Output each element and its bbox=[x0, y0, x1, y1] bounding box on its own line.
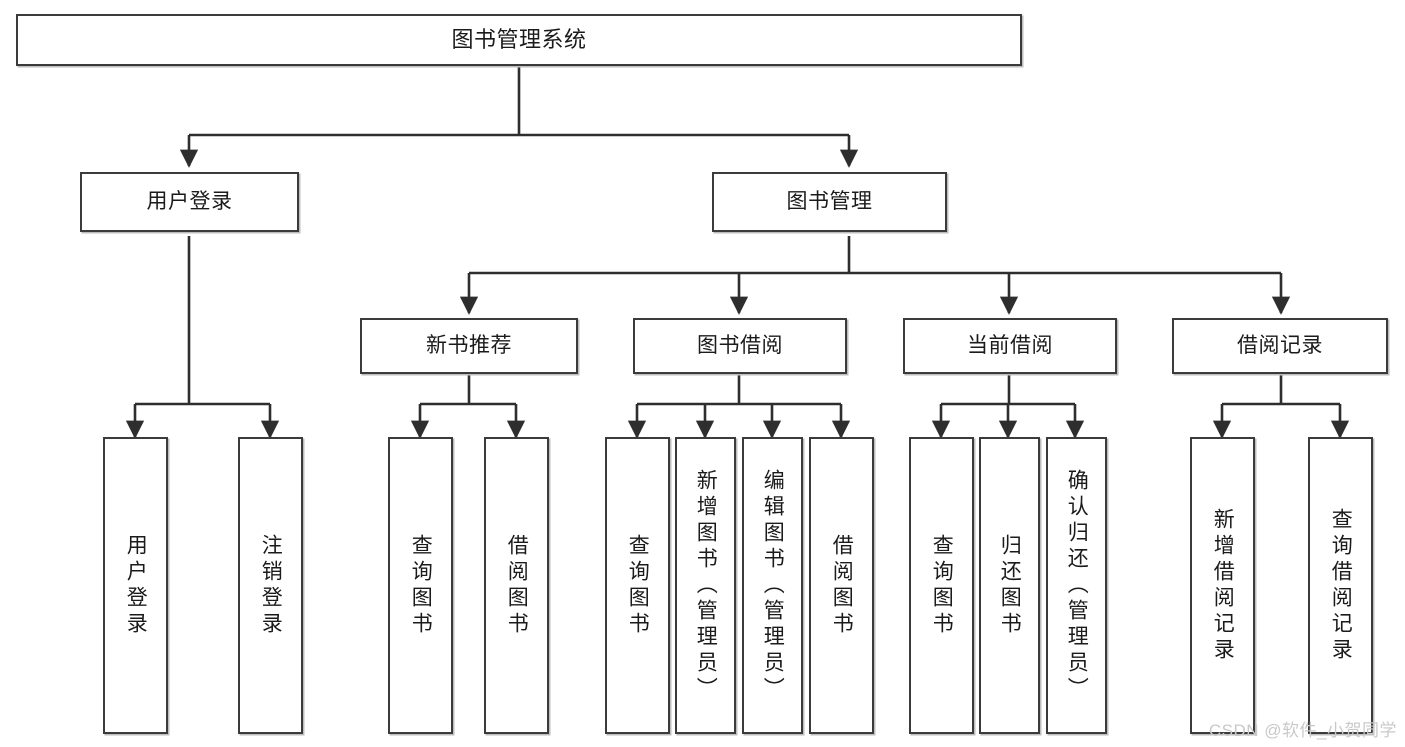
node-label: 注销登录 bbox=[259, 533, 283, 638]
node-label: 新增借阅记录 bbox=[1211, 507, 1235, 664]
leaf-user-login-signin[interactable]: 用户登录 bbox=[103, 437, 168, 734]
node-borrow-record[interactable]: 借阅记录 bbox=[1172, 318, 1388, 374]
leaf-borrow-add-book-admin[interactable]: 新增图书（管理员） bbox=[675, 437, 736, 734]
leaf-recommend-query-book[interactable]: 查询图书 bbox=[388, 437, 453, 734]
node-label: 查询图书 bbox=[930, 533, 954, 638]
leaf-current-query-book[interactable]: 查询图书 bbox=[909, 437, 974, 734]
node-label: 确认归还（管理员） bbox=[1065, 468, 1089, 703]
node-label: 当前借阅 bbox=[967, 333, 1053, 357]
node-label: 用户登录 bbox=[124, 533, 148, 638]
node-label: 借阅图书 bbox=[505, 533, 529, 638]
node-label: 查询借阅记录 bbox=[1329, 507, 1353, 664]
node-label: 图书管理 bbox=[786, 189, 873, 213]
leaf-user-login-logout[interactable]: 注销登录 bbox=[238, 437, 303, 734]
node-label: 图书管理系统 bbox=[451, 27, 587, 53]
node-label: 查询图书 bbox=[409, 533, 433, 638]
leaf-borrow-query-book[interactable]: 查询图书 bbox=[605, 437, 670, 734]
node-label: 借阅图书 bbox=[830, 533, 854, 638]
leaf-borrow-edit-book-admin[interactable]: 编辑图书（管理员） bbox=[742, 437, 803, 734]
node-label: 新书推荐 bbox=[426, 333, 512, 357]
leaf-record-add-record[interactable]: 新增借阅记录 bbox=[1190, 437, 1255, 734]
node-user-login[interactable]: 用户登录 bbox=[80, 172, 299, 232]
leaf-borrow-borrow-book[interactable]: 借阅图书 bbox=[809, 437, 874, 734]
leaf-recommend-borrow-book[interactable]: 借阅图书 bbox=[484, 437, 549, 734]
node-book-management[interactable]: 图书管理 bbox=[712, 172, 947, 232]
node-label: 借阅记录 bbox=[1237, 333, 1323, 357]
leaf-current-return-book[interactable]: 归还图书 bbox=[979, 437, 1040, 734]
leaf-current-confirm-return-admin[interactable]: 确认归还（管理员） bbox=[1046, 437, 1107, 734]
leaf-record-query-record[interactable]: 查询借阅记录 bbox=[1308, 437, 1373, 734]
node-label: 查询图书 bbox=[626, 533, 650, 638]
node-label: 编辑图书（管理员） bbox=[761, 468, 785, 703]
node-label: 图书借阅 bbox=[697, 333, 783, 357]
node-label: 用户登录 bbox=[146, 189, 233, 213]
node-label: 新增图书（管理员） bbox=[694, 468, 718, 703]
node-new-book-recommend[interactable]: 新书推荐 bbox=[360, 318, 578, 374]
node-label: 归还图书 bbox=[998, 533, 1022, 638]
node-book-borrow[interactable]: 图书借阅 bbox=[633, 318, 847, 374]
node-root-system[interactable]: 图书管理系统 bbox=[16, 14, 1022, 66]
watermark-text: CSDN @软件_小贺同学 bbox=[1208, 721, 1397, 740]
node-current-borrow[interactable]: 当前借阅 bbox=[903, 318, 1117, 374]
